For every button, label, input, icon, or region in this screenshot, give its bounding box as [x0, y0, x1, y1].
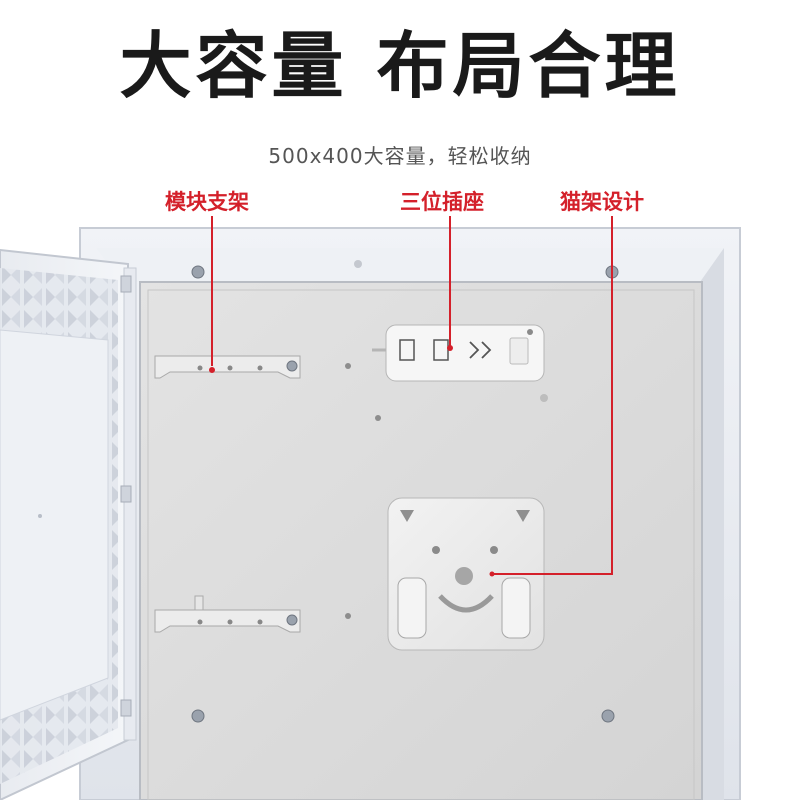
- subheadline: 500x400大容量，轻松收纳: [268, 144, 532, 168]
- headline: 大容量 布局合理: [119, 24, 681, 108]
- module-bracket-top: [154, 355, 301, 379]
- module-bracket-bottom: [154, 595, 301, 633]
- modem-mount-plate: [387, 497, 545, 651]
- callout-leaders: [209, 216, 613, 575]
- callout-triple-socket: 三位插座: [400, 190, 484, 214]
- frame-screws: [191, 260, 619, 723]
- power-strip: [372, 324, 545, 382]
- mounting-holes: [345, 363, 548, 619]
- box-door: [0, 248, 137, 800]
- callout-modem-mount: 猫架设计: [560, 190, 644, 214]
- callout-module-bracket: 模块支架: [165, 190, 249, 214]
